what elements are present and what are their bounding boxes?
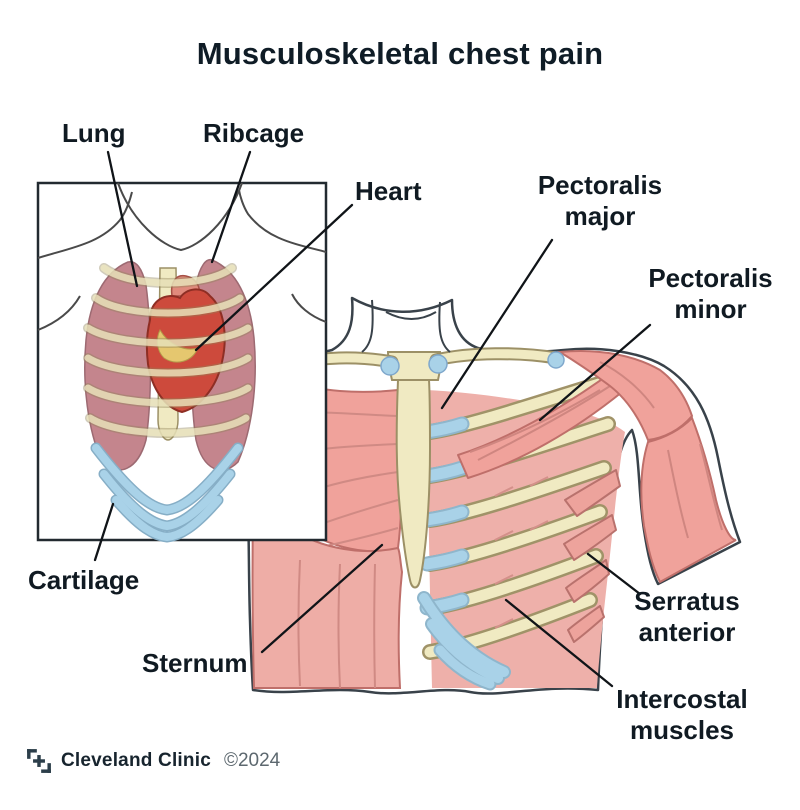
cleveland-clinic-logo-icon bbox=[27, 749, 51, 773]
inset-body-lines bbox=[37, 182, 327, 331]
label-pectoralis-minor: Pectoralis minor bbox=[648, 263, 773, 324]
ribcage-leader-line bbox=[210, 150, 252, 264]
label-sternum: Sternum bbox=[142, 648, 248, 678]
label-pectoralis-major: Pectoralis major bbox=[537, 170, 663, 231]
costal-cartilage bbox=[417, 591, 511, 691]
label-lung: Lung bbox=[62, 118, 126, 148]
label-intercostal-muscles: Intercostal muscles bbox=[616, 684, 748, 745]
serratus-anterior-muscle bbox=[563, 469, 621, 643]
inset-illustration bbox=[36, 181, 328, 543]
intercostal-leader-line bbox=[504, 598, 614, 688]
sternum-leader-line bbox=[260, 543, 384, 654]
label-heart: Heart bbox=[355, 176, 422, 206]
serratus-leader-line bbox=[586, 552, 642, 596]
footer: Cleveland Clinic ©2024 bbox=[26, 748, 280, 774]
lung-leader-line bbox=[106, 150, 139, 288]
page-title: Musculoskeletal chest pain bbox=[196, 36, 604, 71]
inset-ribs bbox=[83, 263, 253, 438]
label-cartilage: Cartilage bbox=[28, 565, 140, 595]
label-serratus-anterior: Serratus anterior bbox=[634, 586, 740, 647]
label-ribcage: Ribcage bbox=[203, 118, 305, 148]
pectoralis-minor-leader-line bbox=[538, 323, 652, 422]
pectoralis-major-leader-line bbox=[440, 238, 554, 410]
neck-lines bbox=[361, 299, 451, 353]
leader-lines bbox=[93, 150, 652, 688]
inset-cartilage bbox=[90, 442, 244, 543]
heart-leader-line bbox=[194, 203, 354, 352]
footer-brand: Cleveland Clinic bbox=[61, 750, 211, 771]
left-abdominal-muscle bbox=[251, 469, 404, 689]
torso-illustration bbox=[238, 296, 742, 695]
footer-copyright: ©2024 bbox=[223, 750, 281, 771]
cartilage-leader-line bbox=[93, 502, 115, 562]
